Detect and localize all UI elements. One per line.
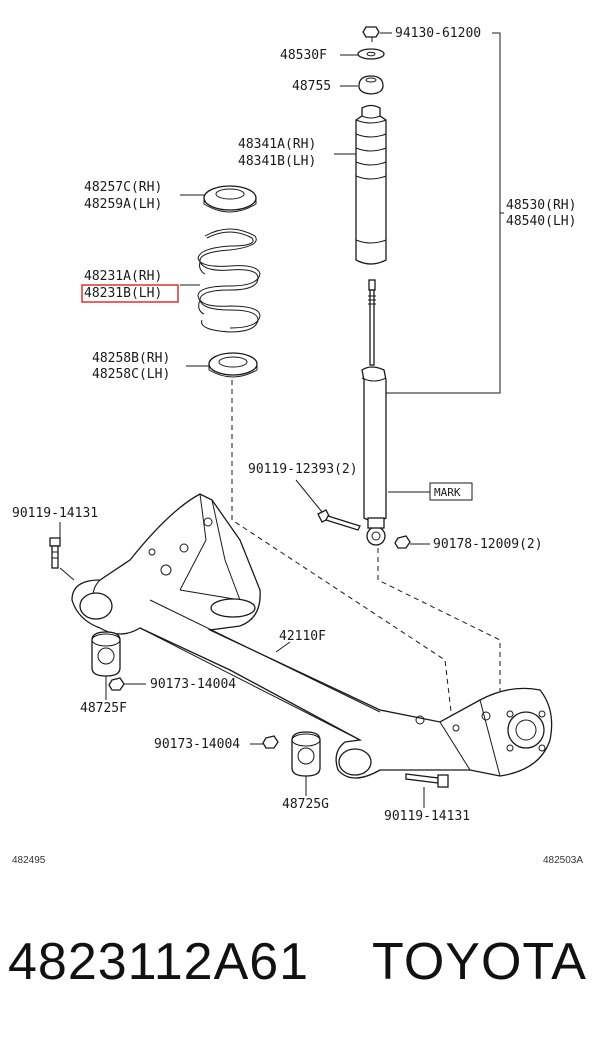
center-bushing (291, 731, 321, 777)
label-nut-center: 90173-14004 (154, 737, 240, 752)
label-nut-left: 90173-14004 (150, 677, 236, 692)
label-dust-boot-rh: 48341A(RH) (238, 137, 316, 152)
upper-spring-seat (203, 185, 257, 213)
label-bound-cushion: 48755 (292, 79, 331, 94)
left-bolt (49, 537, 61, 569)
bound-cushion (358, 75, 384, 95)
label-dust-boot-lh: 48341B(LH) (238, 154, 316, 169)
figure-code-left: 482495 (12, 855, 46, 866)
label-lower-seat-rh: 48258B(RH) (92, 351, 170, 366)
label-coil-spring-rh: 48231A(RH) (84, 269, 162, 284)
alignment-dash-spring (231, 380, 453, 721)
label-coil-spring-lh: 48231B(LH) (84, 286, 162, 301)
part-number: 4823112A61 (8, 933, 310, 991)
label-nut-top: 94130-61200 (395, 26, 481, 41)
alignment-dash-absorber (377, 548, 501, 712)
figure-code-right: 482503A (543, 855, 583, 866)
label-absorber-lh: 48540(LH) (506, 214, 576, 229)
right-nut (394, 535, 411, 549)
bolt-middle (317, 509, 361, 531)
axle-beam (71, 493, 553, 779)
highlight-box (81, 284, 179, 303)
label-absorber-rh: 48530(RH) (506, 198, 576, 213)
washer (357, 48, 385, 60)
label-bolt-right: 90119-14131 (384, 809, 470, 824)
dust-boot (355, 104, 387, 265)
lower-spring-seat (208, 352, 258, 378)
mark-box (429, 482, 473, 501)
top-nut (362, 26, 380, 38)
left-bushing (91, 631, 121, 677)
coil-spring (197, 228, 261, 333)
left-nut (108, 677, 125, 691)
right-bolt (405, 773, 449, 788)
center-nut (262, 735, 279, 749)
suspension-diagram: 94130-61200 48530F 48755 48341A(RH) 4834… (12, 26, 583, 866)
label-upper-seat-lh: 48259A(LH) (84, 197, 162, 212)
shock-absorber (361, 279, 387, 546)
label-mark: MARK (434, 486, 461, 499)
label-bolt-left: 90119-14131 (12, 506, 98, 521)
label-beam: 42110F (279, 629, 326, 644)
footer: 4823112A61 TOYOTA (0, 932, 600, 1012)
label-washer: 48530F (280, 48, 327, 63)
label-bushing-center: 48725G (282, 797, 329, 812)
label-upper-seat-rh: 48257C(RH) (84, 180, 162, 195)
label-lower-seat-lh: 48258C(LH) (92, 367, 170, 382)
label-bushing-left: 48725F (80, 701, 127, 716)
label-bolt-middle: 90119-12393(2) (248, 462, 358, 477)
label-nut-right: 90178-12009(2) (433, 537, 543, 552)
brand-name: TOYOTA (372, 933, 587, 991)
